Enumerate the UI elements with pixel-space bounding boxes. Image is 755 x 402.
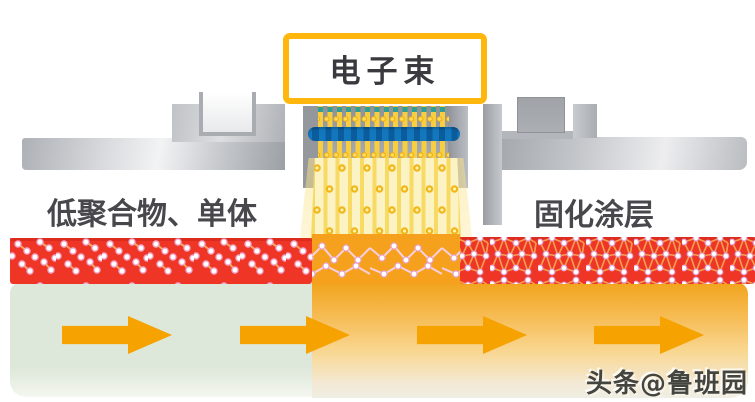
label-cured-coating: 固化涂层 [534, 198, 654, 233]
label-oligomer-monomer: 低聚合物、单体 [47, 197, 257, 232]
machine-right-wall [483, 104, 502, 225]
electron-beam-rays [311, 158, 461, 238]
machine-right-block [517, 97, 565, 133]
emitter-cathode-dots [318, 107, 449, 112]
machine-right-slab [483, 137, 747, 170]
machine-left-channel [199, 92, 256, 136]
machine-right-notch-floor [502, 131, 573, 139]
machine-right-raised-wall [573, 104, 597, 138]
machine-left-slab [22, 138, 285, 170]
emitter-window-blue-bar [308, 127, 460, 141]
coating-layer-band [10, 234, 755, 284]
beam-box-label: 电子束 [329, 54, 441, 90]
beam-source-box: 电子束 [283, 33, 487, 104]
watermark-text: 头条@鲁班园 [585, 369, 748, 399]
